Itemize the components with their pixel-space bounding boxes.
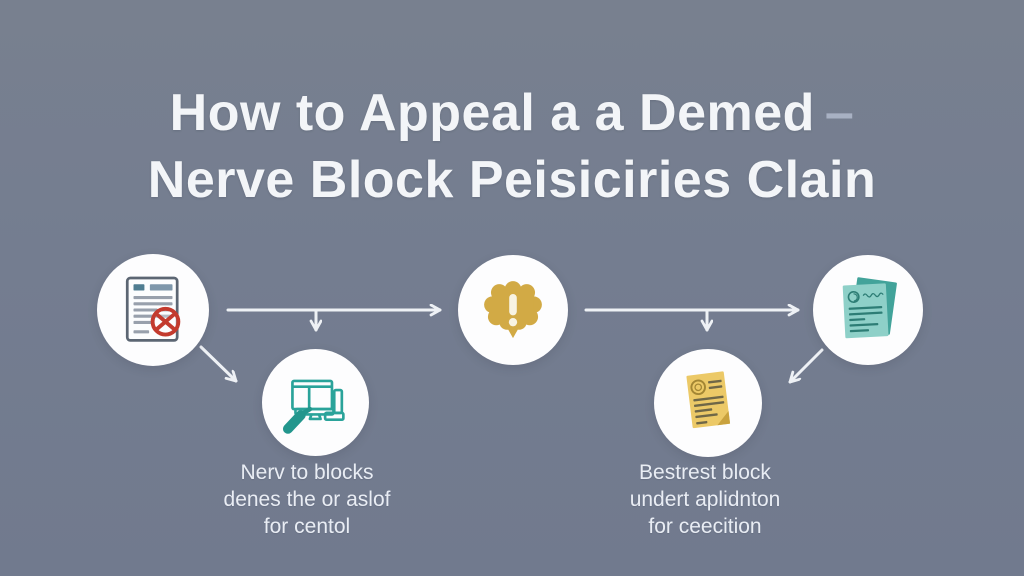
flow-node-online-submission: [262, 349, 369, 456]
title-dash: –: [824, 84, 855, 142]
caption-line: undert aplidnton: [629, 488, 781, 511]
caption-line: Nerv to blocks: [240, 461, 374, 484]
title-line-1-text: How to Appeal a a Demed: [169, 84, 815, 142]
computer-submission-icon: [282, 379, 345, 434]
title-line-2: Nerve Block Peisiciries Clain: [147, 151, 877, 209]
caption-line: denes the or aslof: [223, 488, 391, 511]
flow-node-alert: [458, 255, 568, 365]
caption-line: for ceecition: [648, 515, 762, 538]
arrow-papers-to-certificate-diagonal: [788, 348, 824, 384]
flow-node-certificate: [654, 349, 762, 457]
flow-node-denied-claim: [97, 254, 209, 366]
caption-certificate: Bestrest block undert aplidnton for ceec…: [570, 459, 840, 540]
caption-online-submission: Nerv to blocks denes the or aslof for ce…: [172, 459, 442, 540]
page-title: How to Appeal a a Demed– Nerve Block Pei…: [0, 80, 1024, 214]
caption-line: for centol: [263, 515, 351, 538]
caption-line: Bestrest block: [639, 461, 771, 484]
arrow-denied-to-submission-diagonal: [199, 345, 238, 383]
denied-document-icon: [125, 276, 181, 342]
certificate-document-icon: [686, 371, 731, 429]
flow-node-appeal-papers: [813, 255, 923, 365]
alert-badge-icon: [484, 281, 542, 339]
title-line-1: How to Appeal a a Demed–: [0, 80, 1024, 147]
stacked-papers-icon: [842, 277, 897, 339]
